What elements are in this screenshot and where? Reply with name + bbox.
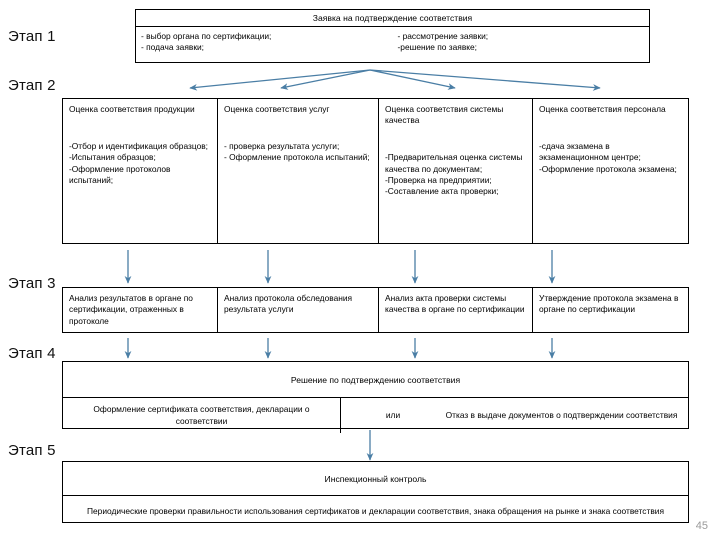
stage3-cell-4: Утверждение протокола экзамена в органе … [532, 288, 688, 332]
stage5-header: Инспекционный контроль [324, 473, 427, 484]
stage-label-2: Этап 2 [8, 77, 56, 94]
stage4-box: Решение по подтверждению соответствия Оф… [62, 361, 689, 433]
arrow-stage1-to-col2 [280, 69, 371, 90]
stage5-box: Инспекционный контроль Периодические про… [62, 461, 689, 523]
stage2-col1-items: -Отбор и идентификация образцов; -Испыта… [69, 141, 209, 185]
stage-label-4: Этап 4 [8, 345, 56, 362]
arrow-stage1-to-col3 [369, 69, 456, 90]
stage3-cell-2: Анализ протокола обследования результата… [217, 288, 378, 332]
arrow-stage1-to-col4 [369, 69, 601, 91]
stage-label-1: Этап 1 [8, 28, 56, 45]
stage3-cell-1: Анализ результатов в органе по сертифика… [69, 293, 193, 326]
stage-label-3: Этап 3 [8, 275, 56, 292]
stage3-box: Анализ результатов в органе по сертифика… [62, 287, 689, 333]
stage1-left-cell: - выбор органа по сертификации; - подача… [141, 30, 272, 52]
stage4-refusal-label: Отказ в выдаче документов о подтверждени… [445, 409, 678, 420]
stage2-col4-items: -сдача экзамена в экзаменационном центре… [539, 141, 677, 174]
stage2-column-1: Оценка соответствия продукции -Отбор и и… [63, 99, 217, 243]
stage2-col1-title: Оценка соответствия продукции [69, 104, 195, 114]
stage3-cell-3: Анализ акта проверки системы качества в … [378, 288, 532, 332]
stage2-col2-title: Оценка соответствия услуг [224, 104, 330, 114]
stage-label-5: Этап 5 [8, 442, 56, 459]
stage5-body: Периодические проверки правильности испо… [63, 495, 688, 528]
stage2-col3-title: Оценка соответствия системы качества [385, 104, 504, 126]
arrow-stage1-to-col1 [189, 69, 371, 91]
stage2-column-3: Оценка соответствия системы качества -Пр… [378, 99, 532, 243]
page-number: 45 [695, 520, 708, 532]
stage2-col3-items: -Предварительная оценка системы качества… [385, 152, 523, 196]
stage4-header: Решение по подтверждению соответствия [290, 374, 461, 385]
stage4-left-cell: Оформление сертификата соответствия, дек… [93, 404, 310, 426]
stage2-col2-items: - проверка результата услуги; - Оформлен… [224, 141, 370, 163]
stage2-col4-title: Оценка соответствия персонала [539, 104, 666, 114]
stage4-or-label: или [385, 409, 401, 420]
stage2-box: Оценка соответствия продукции -Отбор и и… [62, 98, 689, 244]
stage2-column-2: Оценка соответствия услуг - проверка рез… [217, 99, 378, 243]
stage4-right-cell: или Отказ в выдаче документов о подтверж… [340, 398, 688, 433]
stage1-header: Заявка на подтверждение соответствия [312, 13, 473, 23]
stage2-column-4: Оценка соответствия персонала -сдача экз… [532, 99, 688, 243]
stage1-box: Заявка на подтверждение соответствия - в… [135, 9, 650, 63]
stage1-right-cell: - рассмотрение заявки; -решение по заявк… [397, 30, 489, 52]
